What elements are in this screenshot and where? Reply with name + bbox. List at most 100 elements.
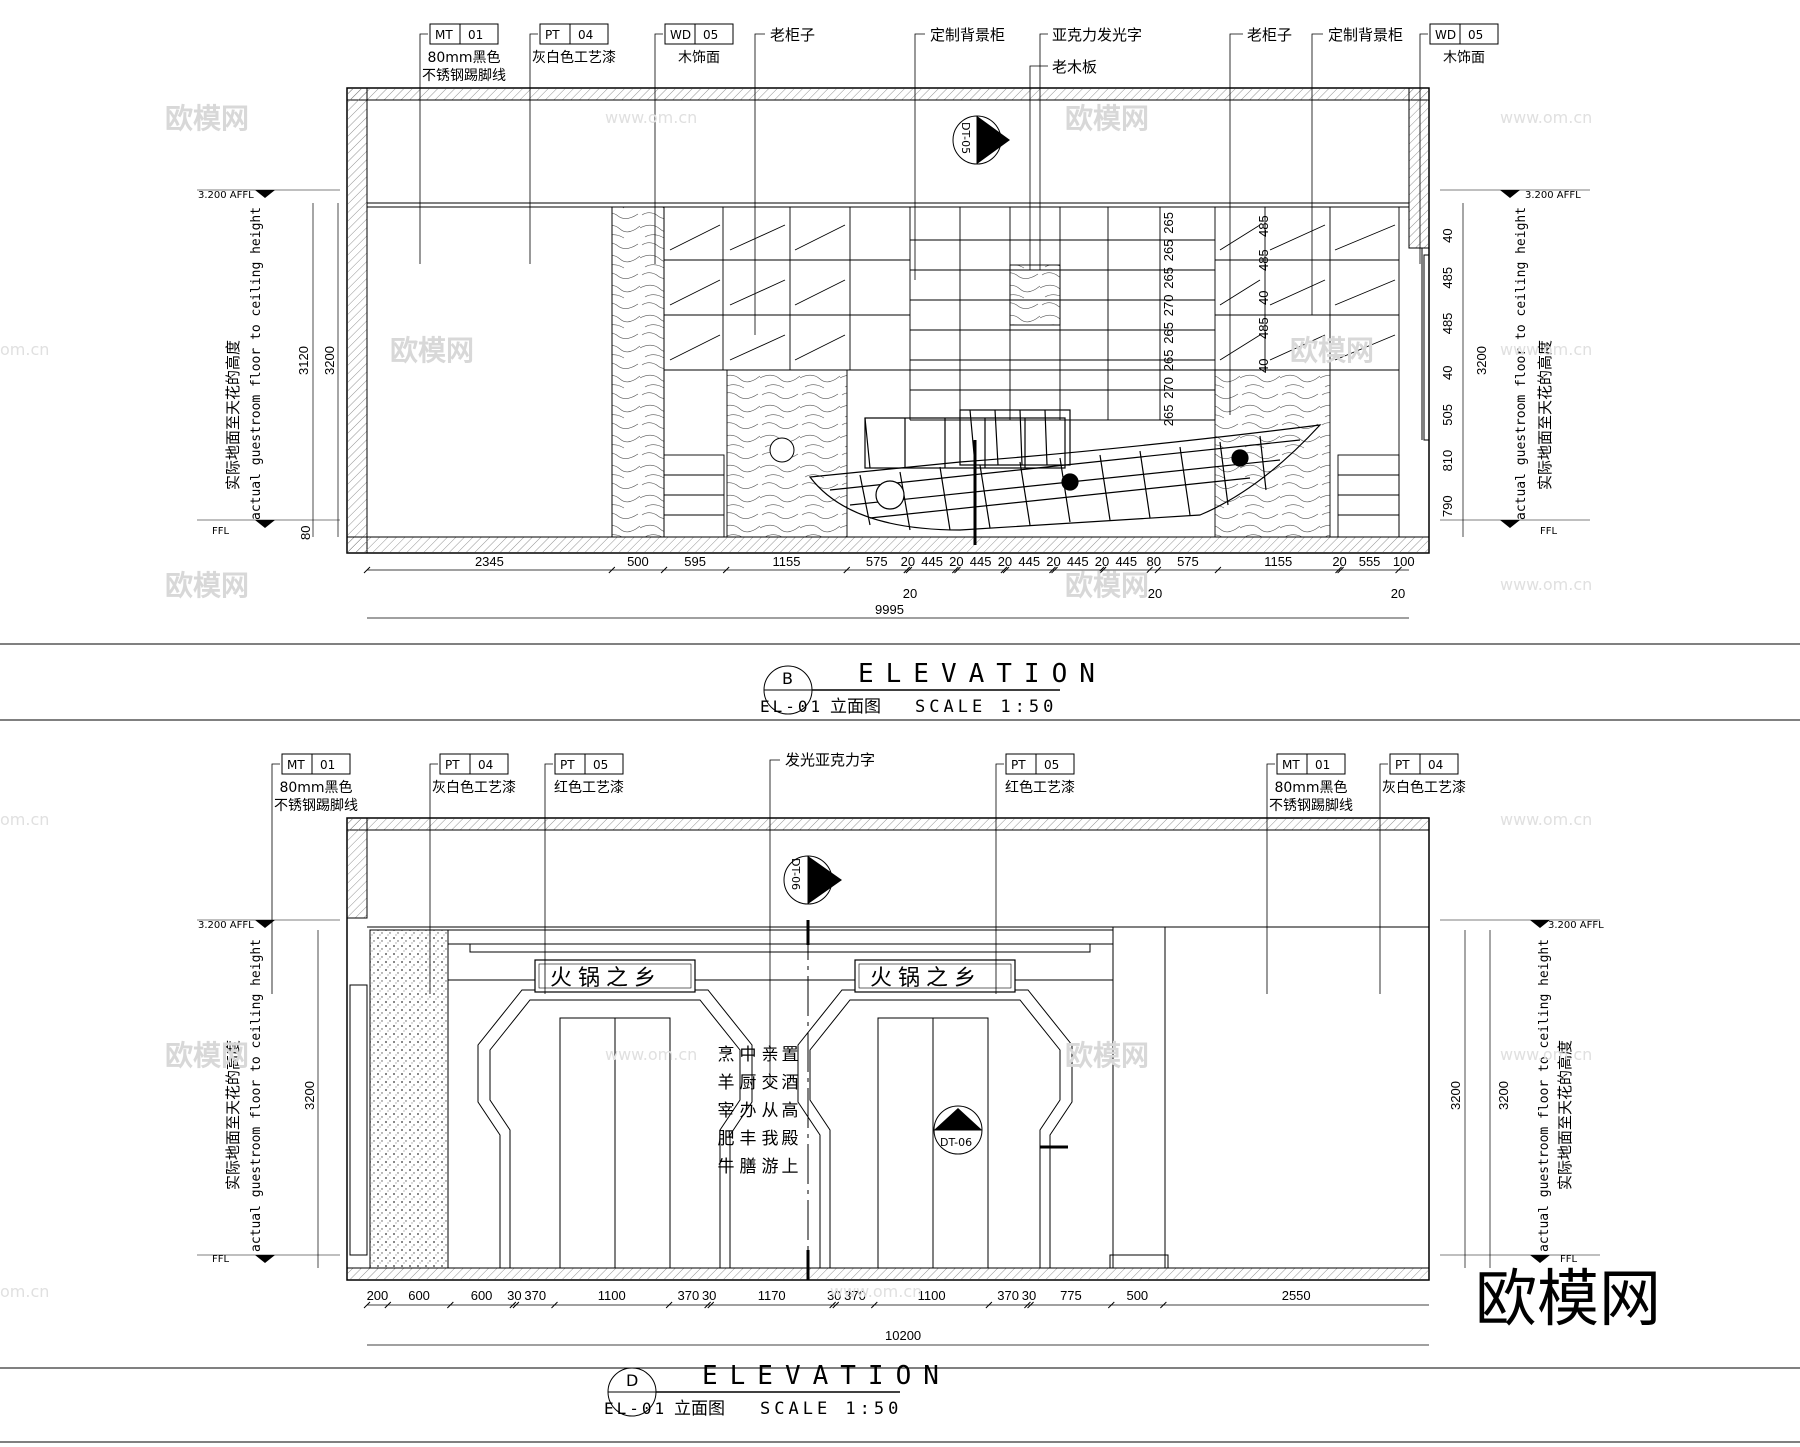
tag-description: 灰白色工艺漆	[532, 49, 616, 66]
sheet-frame	[0, 643, 1800, 1443]
dimension-value: 445	[970, 554, 992, 569]
tag-description: 灰白色工艺漆	[1382, 779, 1466, 796]
dimension-value: 445	[1018, 554, 1040, 569]
tag-code: PT	[1011, 758, 1026, 772]
svg-text:actual guestroom floor to ceil: actual guestroom floor to ceiling height	[249, 939, 264, 1252]
svg-text:www.om.cn: www.om.cn	[605, 1045, 697, 1064]
dimension-value: 20	[903, 586, 917, 601]
svg-text:FFL: FFL	[1540, 526, 1558, 537]
tag-description: 不锈钢踢脚线	[422, 68, 506, 84]
svg-text:om.cn: om.cn	[0, 1282, 49, 1301]
shelf-dimension: 505	[1440, 404, 1455, 426]
shelf-dimension: 265	[1161, 322, 1176, 344]
svg-text:欧模网: 欧模网	[1065, 569, 1149, 602]
svg-text:om.cn: om.cn	[0, 810, 49, 829]
tag-number: 04	[1428, 758, 1443, 772]
label-acrylic-sign: 亚克力发光字	[1052, 26, 1142, 44]
dimension-value: 20	[901, 554, 915, 569]
shelf-dimension: 270	[1161, 295, 1176, 317]
shelf-dimension: 265	[1161, 267, 1176, 289]
title-block-b: B EL-01 ELEVATION 立面图 SCALE 1:50	[760, 659, 1095, 717]
svg-text:ELEVATION: ELEVATION	[702, 1361, 951, 1391]
detail-callout-b: 01 DT-05	[952, 115, 1010, 165]
dimension-value: 370	[997, 1288, 1019, 1303]
poem-char: 上	[782, 1157, 799, 1177]
dimension-value: 20	[1391, 586, 1405, 601]
tag-code: MT	[435, 28, 453, 42]
svg-text:3.200 AFFL: 3.200 AFFL	[198, 190, 254, 201]
svg-text:02: 02	[950, 1115, 965, 1129]
tag-number: 05	[703, 28, 718, 42]
svg-text:SCALE 1:50: SCALE 1:50	[915, 697, 1057, 717]
dimension-value: 100	[1393, 554, 1415, 569]
detail-callout-d1: 01 DT-06	[783, 855, 842, 905]
dimension-value: 575	[866, 554, 888, 569]
sign-board-1: 火锅之乡	[534, 959, 696, 993]
shelf-dimensions-b: 4048548540505810790265265265270265265270…	[1161, 212, 1455, 517]
poem-char: 高	[782, 1101, 799, 1121]
poem-char: 办	[740, 1101, 757, 1121]
tag-number: 04	[578, 28, 593, 42]
tag-code: PT	[560, 758, 575, 772]
poem-char: 牛	[718, 1157, 735, 1177]
svg-text:欧模网: 欧模网	[165, 569, 249, 602]
dimension-value: 1155	[1264, 554, 1292, 569]
dimension-value: 20	[998, 554, 1012, 569]
wood-veneer-panel	[611, 206, 665, 538]
poem-char: 中	[740, 1045, 757, 1065]
total-width-d: 10200	[885, 1328, 921, 1343]
svg-text:actual guestroom floor to ceil: actual guestroom floor to ceiling height	[1537, 939, 1552, 1252]
dimension-value: 20	[1332, 554, 1346, 569]
svg-text:www.om.cn: www.om.cn	[1500, 575, 1592, 594]
svg-text:D: D	[626, 1371, 638, 1390]
dimension-value: 500	[1126, 1288, 1148, 1303]
tag-description: 不锈钢踢脚线	[274, 798, 358, 814]
shelf-dimension: 265	[1161, 240, 1176, 262]
dimension-value: 445	[1115, 554, 1137, 569]
tag-description: 80mm黑色	[1274, 779, 1347, 796]
svg-text:实际地面至天花的高度: 实际地面至天花的高度	[1556, 1040, 1574, 1190]
dimension-value: 20	[1046, 554, 1060, 569]
svg-text:EL-01: EL-01	[760, 697, 823, 716]
boat-model	[808, 409, 1322, 545]
poem-char: 置	[782, 1045, 799, 1065]
dimension-value: 20	[1095, 554, 1109, 569]
svg-text:实际地面至天花的高度: 实际地面至天花的高度	[224, 340, 242, 490]
svg-text:FFL: FFL	[1560, 1254, 1578, 1265]
tag-description: 红色工艺漆	[1005, 779, 1075, 796]
poem-char: 烹	[718, 1044, 735, 1065]
svg-text:EL-01: EL-01	[604, 1399, 667, 1418]
tag-code: PT	[545, 28, 560, 42]
dimension-value: 445	[1067, 554, 1089, 569]
dimension-value: 2345	[475, 554, 504, 569]
level-markers-b: 3.200 AFFL FFL 3.200 AFFL FFL	[197, 189, 1590, 537]
svg-text:80: 80	[298, 526, 313, 540]
tag-code: PT	[1395, 758, 1410, 772]
poem-char: 羊	[718, 1073, 735, 1093]
svg-text:3.200 AFFL: 3.200 AFFL	[1525, 190, 1581, 201]
svg-text:actual guestroom floor to ceil: actual guestroom floor to ceiling height	[249, 207, 264, 520]
svg-text:欧模网: 欧模网	[165, 1039, 249, 1072]
svg-text:DT-06: DT-06	[789, 858, 802, 890]
watermark-layer: 欧模网 www.om.cn 欧模网 www.om.cn 欧模网 om.cn 欧模…	[0, 102, 1661, 1335]
shelf-dimension: 790	[1440, 495, 1455, 517]
shelf-dimension: 40	[1440, 366, 1455, 380]
dimension-value: 20	[949, 554, 963, 569]
svg-text:DT-05: DT-05	[959, 122, 972, 154]
detail-callout-d2: 02 DT-06	[933, 1105, 1068, 1155]
svg-text:SCALE 1:50: SCALE 1:50	[760, 1399, 902, 1419]
dimension-value: 600	[471, 1288, 493, 1303]
poem-char: 膳	[740, 1157, 757, 1177]
svg-text:www.om.cn: www.om.cn	[1500, 1045, 1592, 1064]
shelf-dimension: 40	[1256, 359, 1271, 373]
dimension-value: 555	[1359, 554, 1381, 569]
svg-text:3200: 3200	[322, 346, 337, 375]
